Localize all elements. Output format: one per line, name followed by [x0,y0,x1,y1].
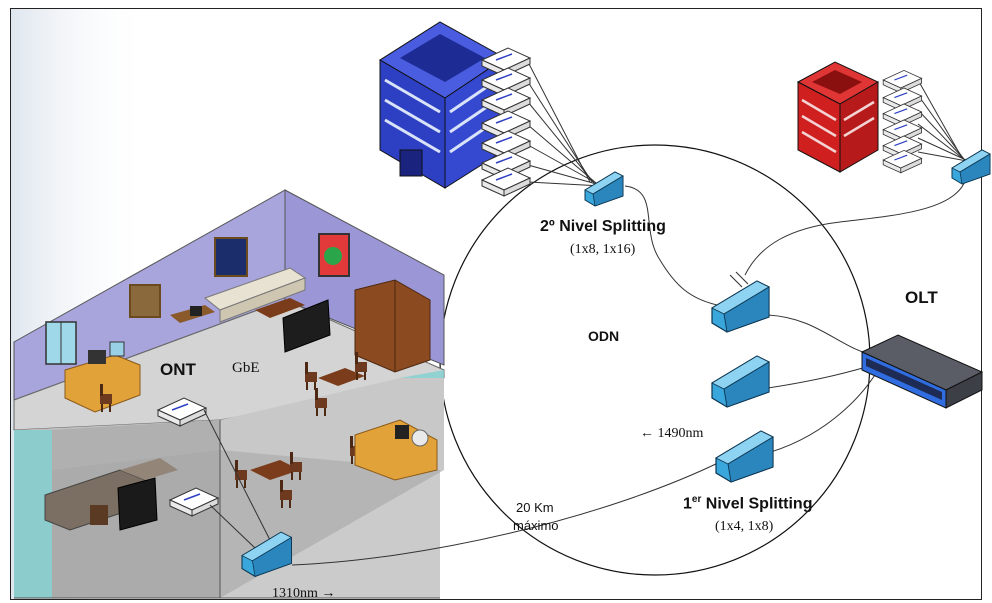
second-level-splitting-label: 2º Nivel Splitting [540,218,666,235]
olt-label: OLT [905,288,938,307]
downstream-wavelength: ← 1490nm [640,426,704,441]
distance-qualifier: máximo [513,518,559,533]
red-office-building [796,61,880,173]
splitter-house [241,531,293,577]
second-level-ratios: (1x8, 1x16) [570,242,636,257]
red-building-onts [882,69,923,174]
first-level-ratios: (1x4, 1x8) [715,519,774,534]
house-building [13,189,445,599]
splitter-level1-top [711,271,770,333]
ont-label: ONT [160,360,196,379]
splitter-level2 [584,171,624,207]
upstream-wavelength: 1310nm → [272,586,336,601]
first-level-number: 1 [683,495,692,513]
fiber-lines [203,61,968,566]
first-level-splitting-label: 1er Nivel Splitting [683,494,812,513]
first-level-suffix: Nivel Splitting [701,495,813,513]
distance-value: 20 Km [516,500,554,515]
splitter-level1-middle [711,355,770,408]
first-level-superscript: er [691,494,702,505]
blue-office-building [379,21,506,189]
gbe-label: GbE [232,360,260,376]
odn-label: ODN [588,328,620,344]
splitter-red-building [951,149,991,185]
splitter-level1-bottom [715,430,774,483]
olt-device [860,334,984,409]
